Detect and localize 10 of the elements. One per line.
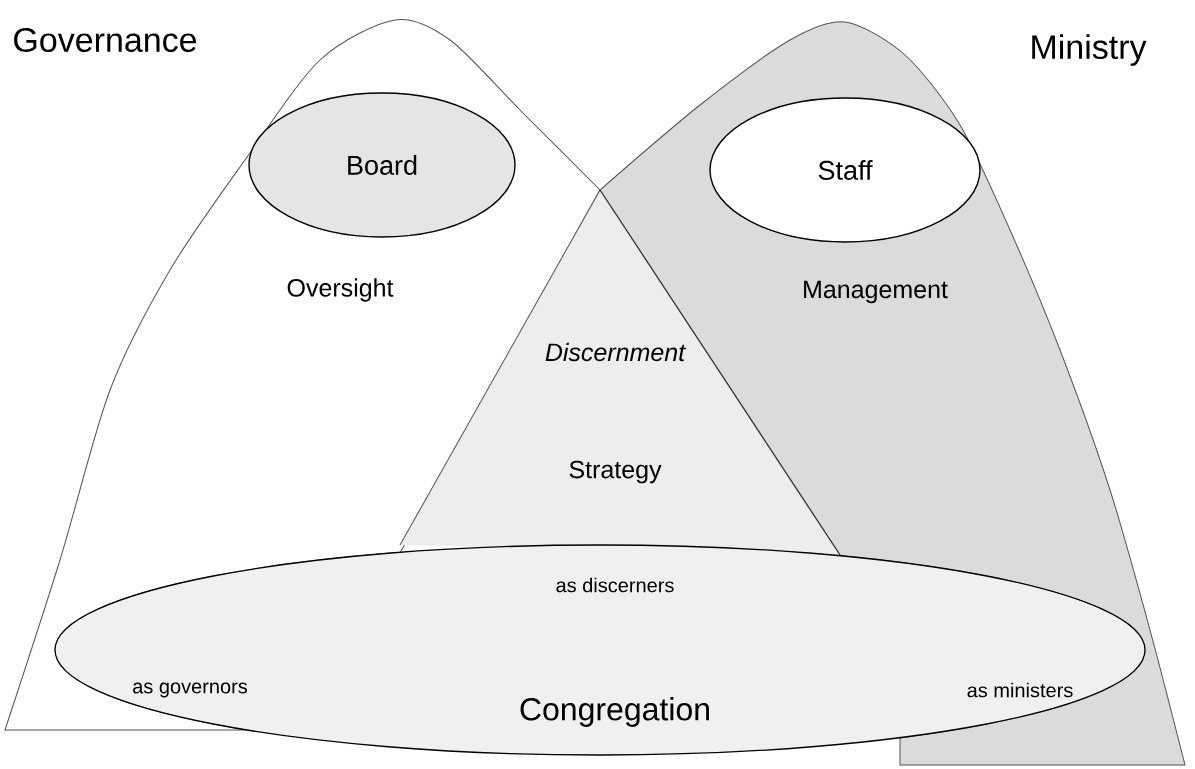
region-label: Strategy: [569, 460, 662, 484]
region-label: as discerners: [556, 577, 674, 593]
heading-text: Ministry: [1032, 34, 1147, 66]
region-label: as ministers: [967, 682, 1073, 698]
region-label: Discernment: [545, 342, 686, 362]
region-label: Management: [804, 280, 948, 304]
region-label: Congregation: [520, 697, 709, 727]
region-label: as governors: [133, 682, 248, 698]
heading-text: Governance: [14, 27, 197, 53]
region-label: Oversight: [287, 278, 394, 302]
